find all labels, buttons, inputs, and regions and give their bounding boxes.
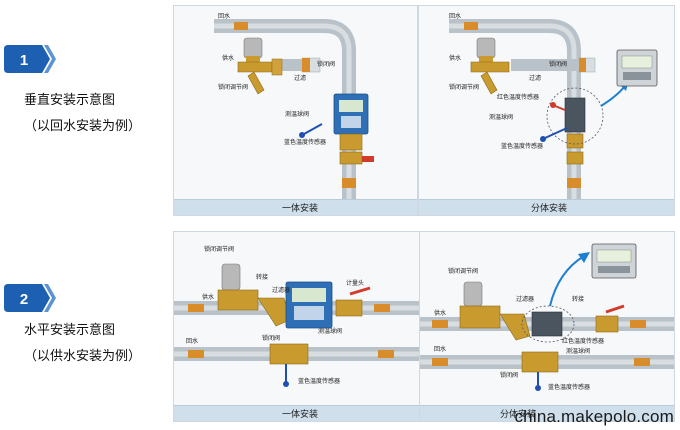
label-return-water: 回水 — [186, 338, 199, 345]
panel-footer: 分体安装 — [420, 405, 674, 421]
step-1-subtitle: （以回水安装为例） — [24, 119, 142, 134]
panel-footer-label: 一体安装 — [282, 410, 319, 420]
label-lock-adjust-valve: 锁闭调节阀 — [448, 268, 479, 275]
label-lock-valve: 锁闭阀 — [262, 335, 281, 342]
step-2-title: 水平安装示意图 — [24, 323, 116, 338]
panel-footer: 一体安装 — [174, 405, 419, 421]
label-filter: 过滤器 — [272, 287, 291, 294]
label-blue-sensor: 蓝色温度传感器 — [548, 384, 591, 391]
label-filter: 过滤 — [294, 75, 307, 82]
label-blue-sensor: 蓝色温度传感器 — [501, 143, 544, 150]
label-lock-adjust-valve: 锁闭调节阀 — [204, 246, 235, 253]
label-meter-head: 计量头 — [346, 280, 365, 287]
panel-vertical-split: 回水 供水 锁闭调节阀 锁闭阀 过滤 红色温度传感器 测温球阀 蓝色温度传感器 … — [418, 5, 675, 216]
watermark: china.makepolo.com — [514, 407, 674, 426]
label-lock-valve: 锁闭阀 — [317, 61, 336, 68]
label-supply-water: 供水 — [449, 55, 462, 62]
label-blue-sensor: 蓝色温度传感器 — [284, 139, 327, 146]
label-lock-adjust-valve: 锁闭调节阀 — [449, 84, 480, 91]
vertical-integrated-diagram — [214, 19, 374, 200]
step-1-badge: 1 — [4, 45, 58, 73]
label-temp-probe: 测温球阀 — [318, 328, 343, 335]
label-adapter: 转接 — [256, 274, 269, 281]
label-red-sensor: 红色温度传感器 — [562, 338, 605, 345]
label-filter: 过滤器 — [516, 296, 535, 303]
step-1-title: 垂直安装示意图 — [24, 93, 116, 108]
step-2-subtitle: （以供水安装为例） — [24, 349, 142, 364]
label-filter: 过滤 — [529, 75, 542, 82]
vertical-split-diagram — [449, 19, 658, 200]
panel-horizontal-integrated: 锁闭调节阀 转接 过滤器 测温球阀 供水 锁闭阀 回水 蓝色温度传感器 计量头 … — [173, 231, 420, 422]
label-lock-adjust-valve: 锁闭调节阀 — [218, 84, 249, 91]
horizontal-split-diagram — [420, 243, 674, 391]
label-return-water: 回水 — [449, 13, 462, 20]
horizontal-integrated-diagram — [174, 263, 419, 387]
label-blue-sensor: 蓝色温度传感器 — [298, 378, 341, 385]
step-2-caption: 水平安装示意图 （以供水安装为例） — [24, 318, 141, 370]
label-supply-water: 供水 — [222, 55, 235, 62]
panel-footer-label: 一体安装 — [282, 204, 319, 214]
label-supply-water: 供水 — [434, 310, 447, 317]
label-temp-probe: 测温球阀 — [566, 348, 591, 355]
label-lock-valve: 锁闭阀 — [549, 61, 568, 68]
label-red-sensor: 红色温度传感器 — [497, 94, 540, 101]
label-temp-probe: 测温球阀 — [285, 111, 310, 118]
step-1-caption: 垂直安装示意图 （以回水安装为例） — [24, 88, 141, 140]
panel-footer: 一体安装 — [174, 199, 417, 215]
label-supply-water: 供水 — [202, 294, 215, 301]
label-temp-probe: 测温球阀 — [489, 114, 514, 121]
step-2-number: 2 — [20, 291, 28, 308]
panel-footer-label: 分体安装 — [531, 204, 568, 214]
step-1-number: 1 — [20, 52, 28, 69]
label-adapter: 转接 — [572, 296, 585, 303]
panel-vertical-integrated: 回水 供水 锁闭调节阀 过滤 锁闭阀 测温球阀 蓝色温度传感器 一体安装 — [173, 5, 418, 216]
panel-footer: 分体安装 — [419, 199, 674, 215]
label-lock-valve: 锁闭阀 — [500, 372, 519, 379]
panel-footer-label: 分体安装 — [500, 410, 537, 420]
panel-horizontal-split: 锁闭调节阀 过滤器 转接 供水 红色温度传感器 测温球阀 回水 锁闭阀 蓝色温度… — [419, 231, 675, 422]
label-return-water: 回水 — [218, 13, 231, 20]
label-return-water: 回水 — [434, 346, 447, 353]
step-2-badge: 2 — [4, 284, 58, 312]
